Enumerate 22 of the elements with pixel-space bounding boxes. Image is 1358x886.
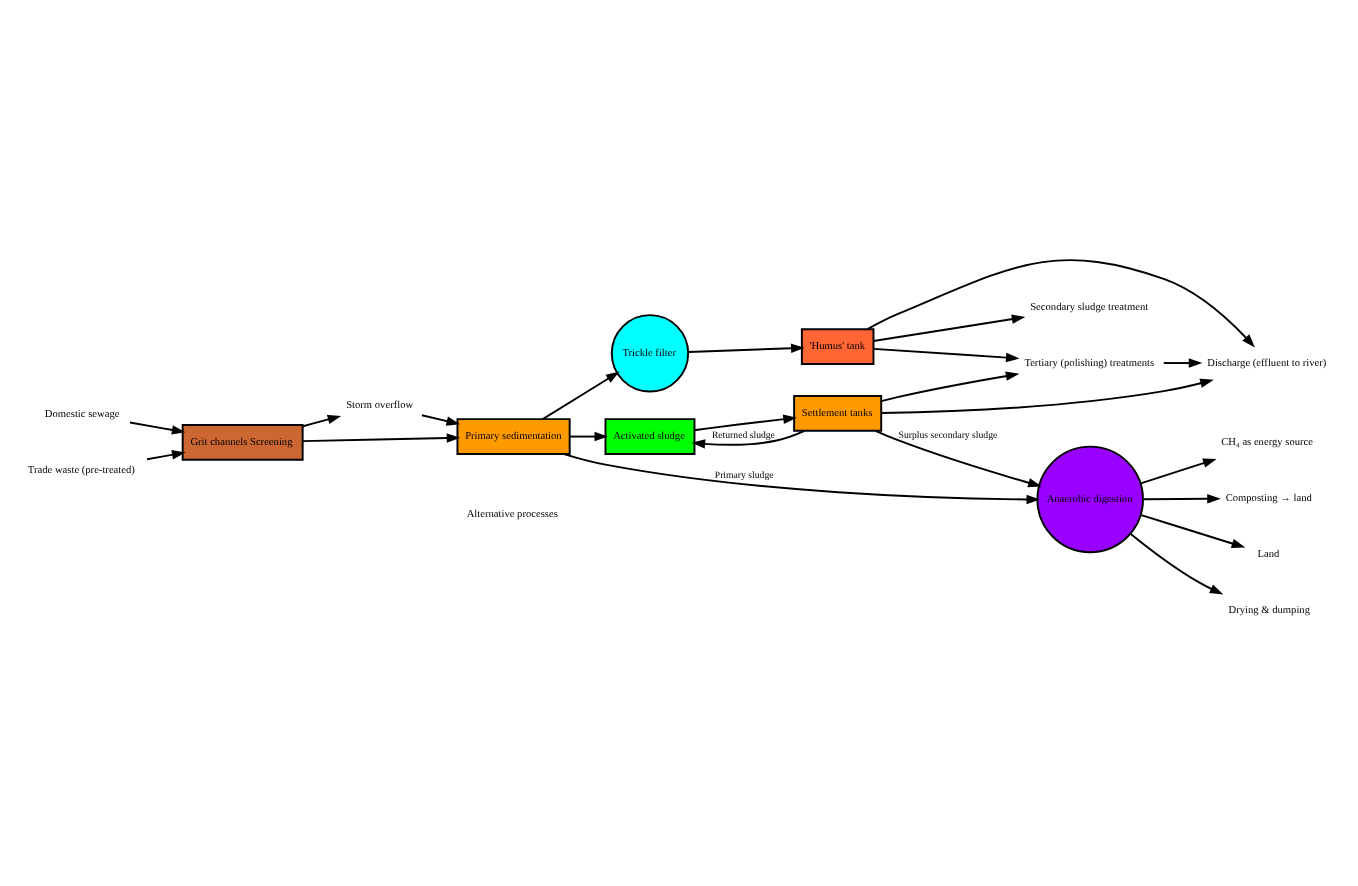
arrow xyxy=(691,428,806,448)
arrow xyxy=(880,377,1214,414)
arrow xyxy=(693,413,797,431)
arrow xyxy=(1140,513,1246,548)
arrow xyxy=(872,313,1026,342)
arrow xyxy=(563,452,1041,504)
arrow xyxy=(687,342,805,352)
arrow xyxy=(541,370,620,420)
arrow xyxy=(146,449,186,460)
arrow xyxy=(872,346,1020,362)
arrow xyxy=(420,413,461,425)
arrow xyxy=(1139,457,1217,484)
arrow xyxy=(301,432,461,442)
arrow xyxy=(128,420,186,434)
arrow xyxy=(1142,493,1221,503)
arrow xyxy=(569,430,609,441)
arrow xyxy=(866,258,1255,347)
arrow xyxy=(302,413,342,427)
arrow xyxy=(1129,532,1224,594)
arrow xyxy=(874,428,1042,487)
arrow xyxy=(1162,357,1203,367)
arrow xyxy=(880,370,1020,402)
